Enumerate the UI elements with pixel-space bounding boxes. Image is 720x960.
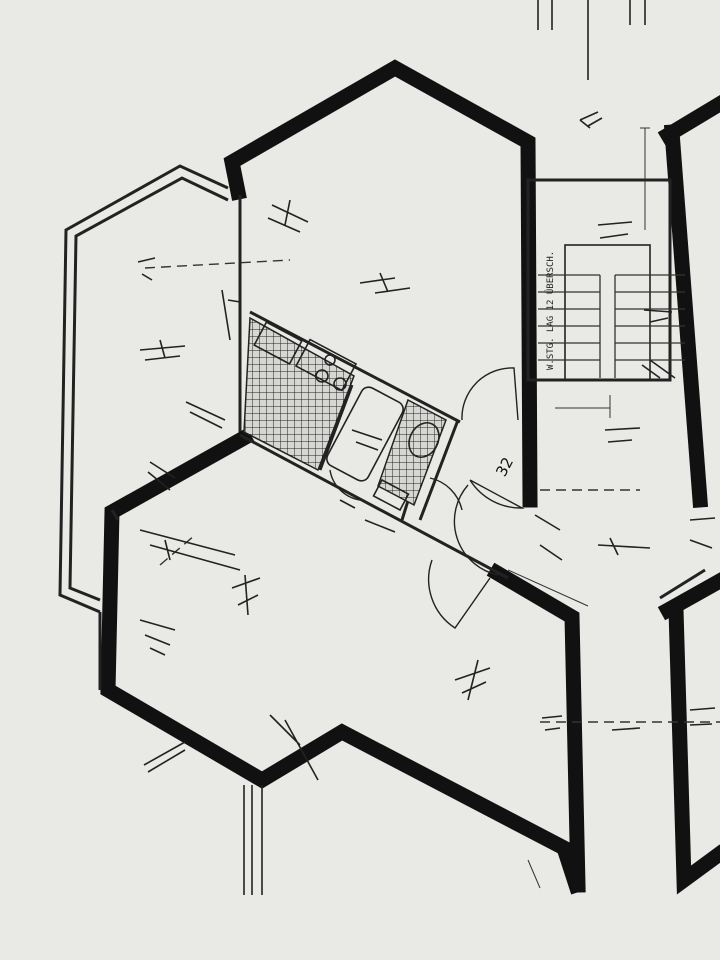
- service-core: [239, 310, 509, 580]
- stove-burner: [324, 354, 336, 366]
- living-room-walls: [98, 427, 586, 895]
- kitchen-counter: [294, 338, 358, 392]
- neighbor-unit-walls: [657, 95, 720, 895]
- bathtub: [326, 386, 404, 482]
- top-edge-lines: [537, 0, 646, 80]
- stair-annotation: W.STG. LAG 12 ÜBERSCH.: [545, 251, 556, 370]
- stove-burner: [333, 377, 347, 391]
- lower-edge-lines: [143, 741, 541, 895]
- stair-hall: W.STG. LAG 12 ÜBERSCH.: [526, 111, 685, 382]
- arrow-icon: [579, 111, 603, 129]
- kitchen-tiled-floor: [243, 316, 355, 472]
- toilet: [408, 422, 440, 458]
- kitchen-sink: [253, 321, 303, 365]
- dimension-dash-lines: [144, 127, 720, 723]
- washbasin: [372, 478, 410, 512]
- doors: [329, 367, 525, 629]
- stove-burner: [315, 369, 329, 383]
- balcony-outline: [58, 164, 229, 614]
- handwritten-annotations: [137, 199, 716, 781]
